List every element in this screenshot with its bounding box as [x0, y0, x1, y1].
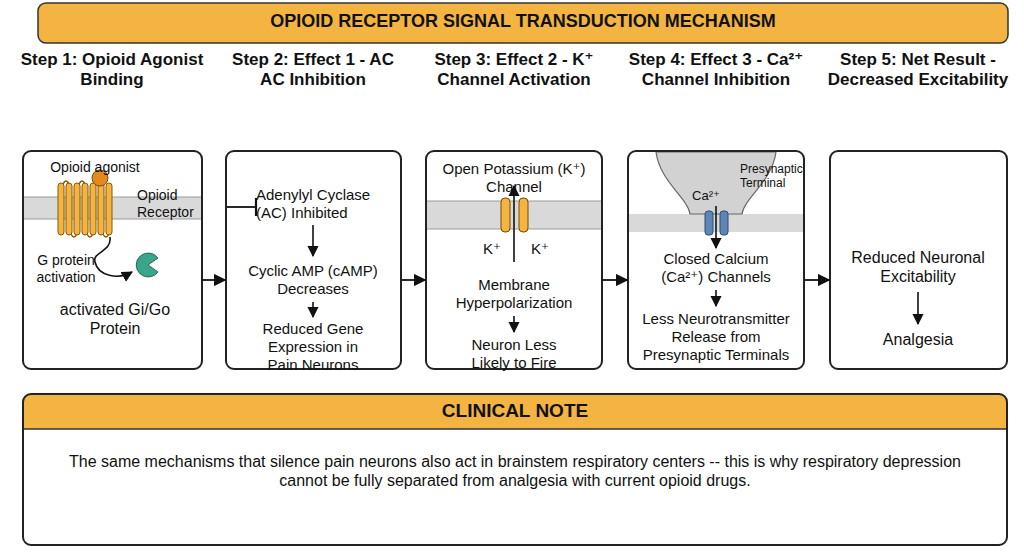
node-text: activated Gi/Go Protein: [56, 300, 174, 338]
receptor-helix: [90, 183, 96, 235]
calcium-channel: [705, 211, 713, 235]
node-text: Open Potassium (K⁺) Channel: [439, 160, 589, 196]
ion-flow-arrow: [513, 186, 515, 262]
step-heading: Step 2: Effect 1 - AC AC Inhibition: [218, 50, 408, 91]
node-text: Reduced Neuronal Excitability: [843, 248, 993, 286]
step-box: Step 5: Net Result - Decreased Excitabil…: [829, 150, 1008, 370]
edge-group: [203, 280, 225, 281]
node-text: Presynaptic Terminal: [740, 162, 808, 191]
flow-arrow: [917, 292, 919, 324]
step-connector: [203, 279, 225, 281]
node-text: Less Neurotransmitter Release from Presy…: [632, 310, 800, 364]
step-connector: [402, 279, 425, 281]
step-heading: Step 1: Opioid Agonist Binding: [12, 50, 212, 91]
flow-arrow: [715, 290, 717, 306]
receptor-loops: [63, 181, 109, 237]
receptor-helix: [82, 183, 88, 235]
step-box: Step 4: Effect 3 - Ca²⁺ Channel Inhibiti…: [627, 150, 805, 370]
node-text: Cyclic AMP (cAMP) Decreases: [248, 262, 378, 298]
node-text: K⁺: [525, 240, 555, 258]
activation-arrow: [95, 237, 132, 276]
step-heading: Step 4: Effect 3 - Ca²⁺ Channel Inhibiti…: [621, 50, 811, 91]
node-text: K⁺: [477, 240, 507, 258]
node-text: Opioid agonist: [40, 159, 150, 176]
potassium-channel: [519, 198, 528, 232]
g-protein-symbol: [136, 253, 158, 277]
node-text: Membrane Hyperpolarization: [439, 276, 589, 312]
note-box: CLINICAL NOTE The same mechanisms that si…: [22, 393, 1008, 546]
node-text: Neuron Less Likely to Fire: [458, 336, 570, 372]
potassium-channel: [501, 198, 510, 232]
node-text: G protein activation: [28, 252, 104, 286]
step-connector: [603, 279, 627, 281]
edge-group: [402, 280, 425, 281]
ion-flow-arrow: [715, 206, 717, 248]
title-band: [38, 3, 1008, 43]
node-text: The same mechanisms that silence pain ne…: [45, 452, 985, 490]
step-box: Step 1: Opioid Agonist BindingOpioid ago…: [22, 150, 203, 370]
note-band: [23, 394, 1007, 429]
receptor-helix: [66, 183, 72, 235]
inhibition-line: [226, 206, 256, 208]
edge-group: [805, 280, 829, 281]
step-connector: [805, 279, 829, 281]
step-box: Step 3: Effect 2 - K⁺ Channel Activation…: [425, 150, 603, 370]
node-text: Closed Calcium (Ca²⁺) Channels: [650, 250, 782, 286]
edge-group: [603, 280, 627, 281]
node-text: Reduced Gene Expression in Pain Neurons: [256, 320, 371, 374]
receptor-helix: [98, 183, 104, 235]
note-heading: CLINICAL NOTE: [365, 400, 665, 423]
receptor-helix: [58, 183, 64, 235]
node-text: Opioid Receptor: [137, 187, 199, 221]
flow-arrow: [312, 225, 314, 256]
diagram-title: OPIOID RECEPTOR SIGNAL TRANSDUCTION MECH…: [43, 11, 1003, 32]
receptor-helix: [106, 183, 112, 235]
node-text: Analgesia: [843, 330, 993, 349]
step-heading: Step 5: Net Result - Decreased Excitabil…: [823, 50, 1013, 91]
node-text: Adenylyl Cyclase (AC) Inhibited: [256, 186, 398, 222]
step-box: Step 2: Effect 1 - AC AC InhibitionAdeny…: [225, 150, 402, 370]
step-heading: Step 3: Effect 2 - K⁺ Channel Activation: [419, 50, 609, 91]
node-text: Ca²⁺: [686, 188, 726, 204]
calcium-channel: [720, 211, 728, 235]
note-band-line: [23, 428, 1007, 430]
receptor-helix: [74, 183, 80, 235]
flow-arrow: [513, 316, 515, 332]
flow-arrow: [312, 302, 314, 317]
